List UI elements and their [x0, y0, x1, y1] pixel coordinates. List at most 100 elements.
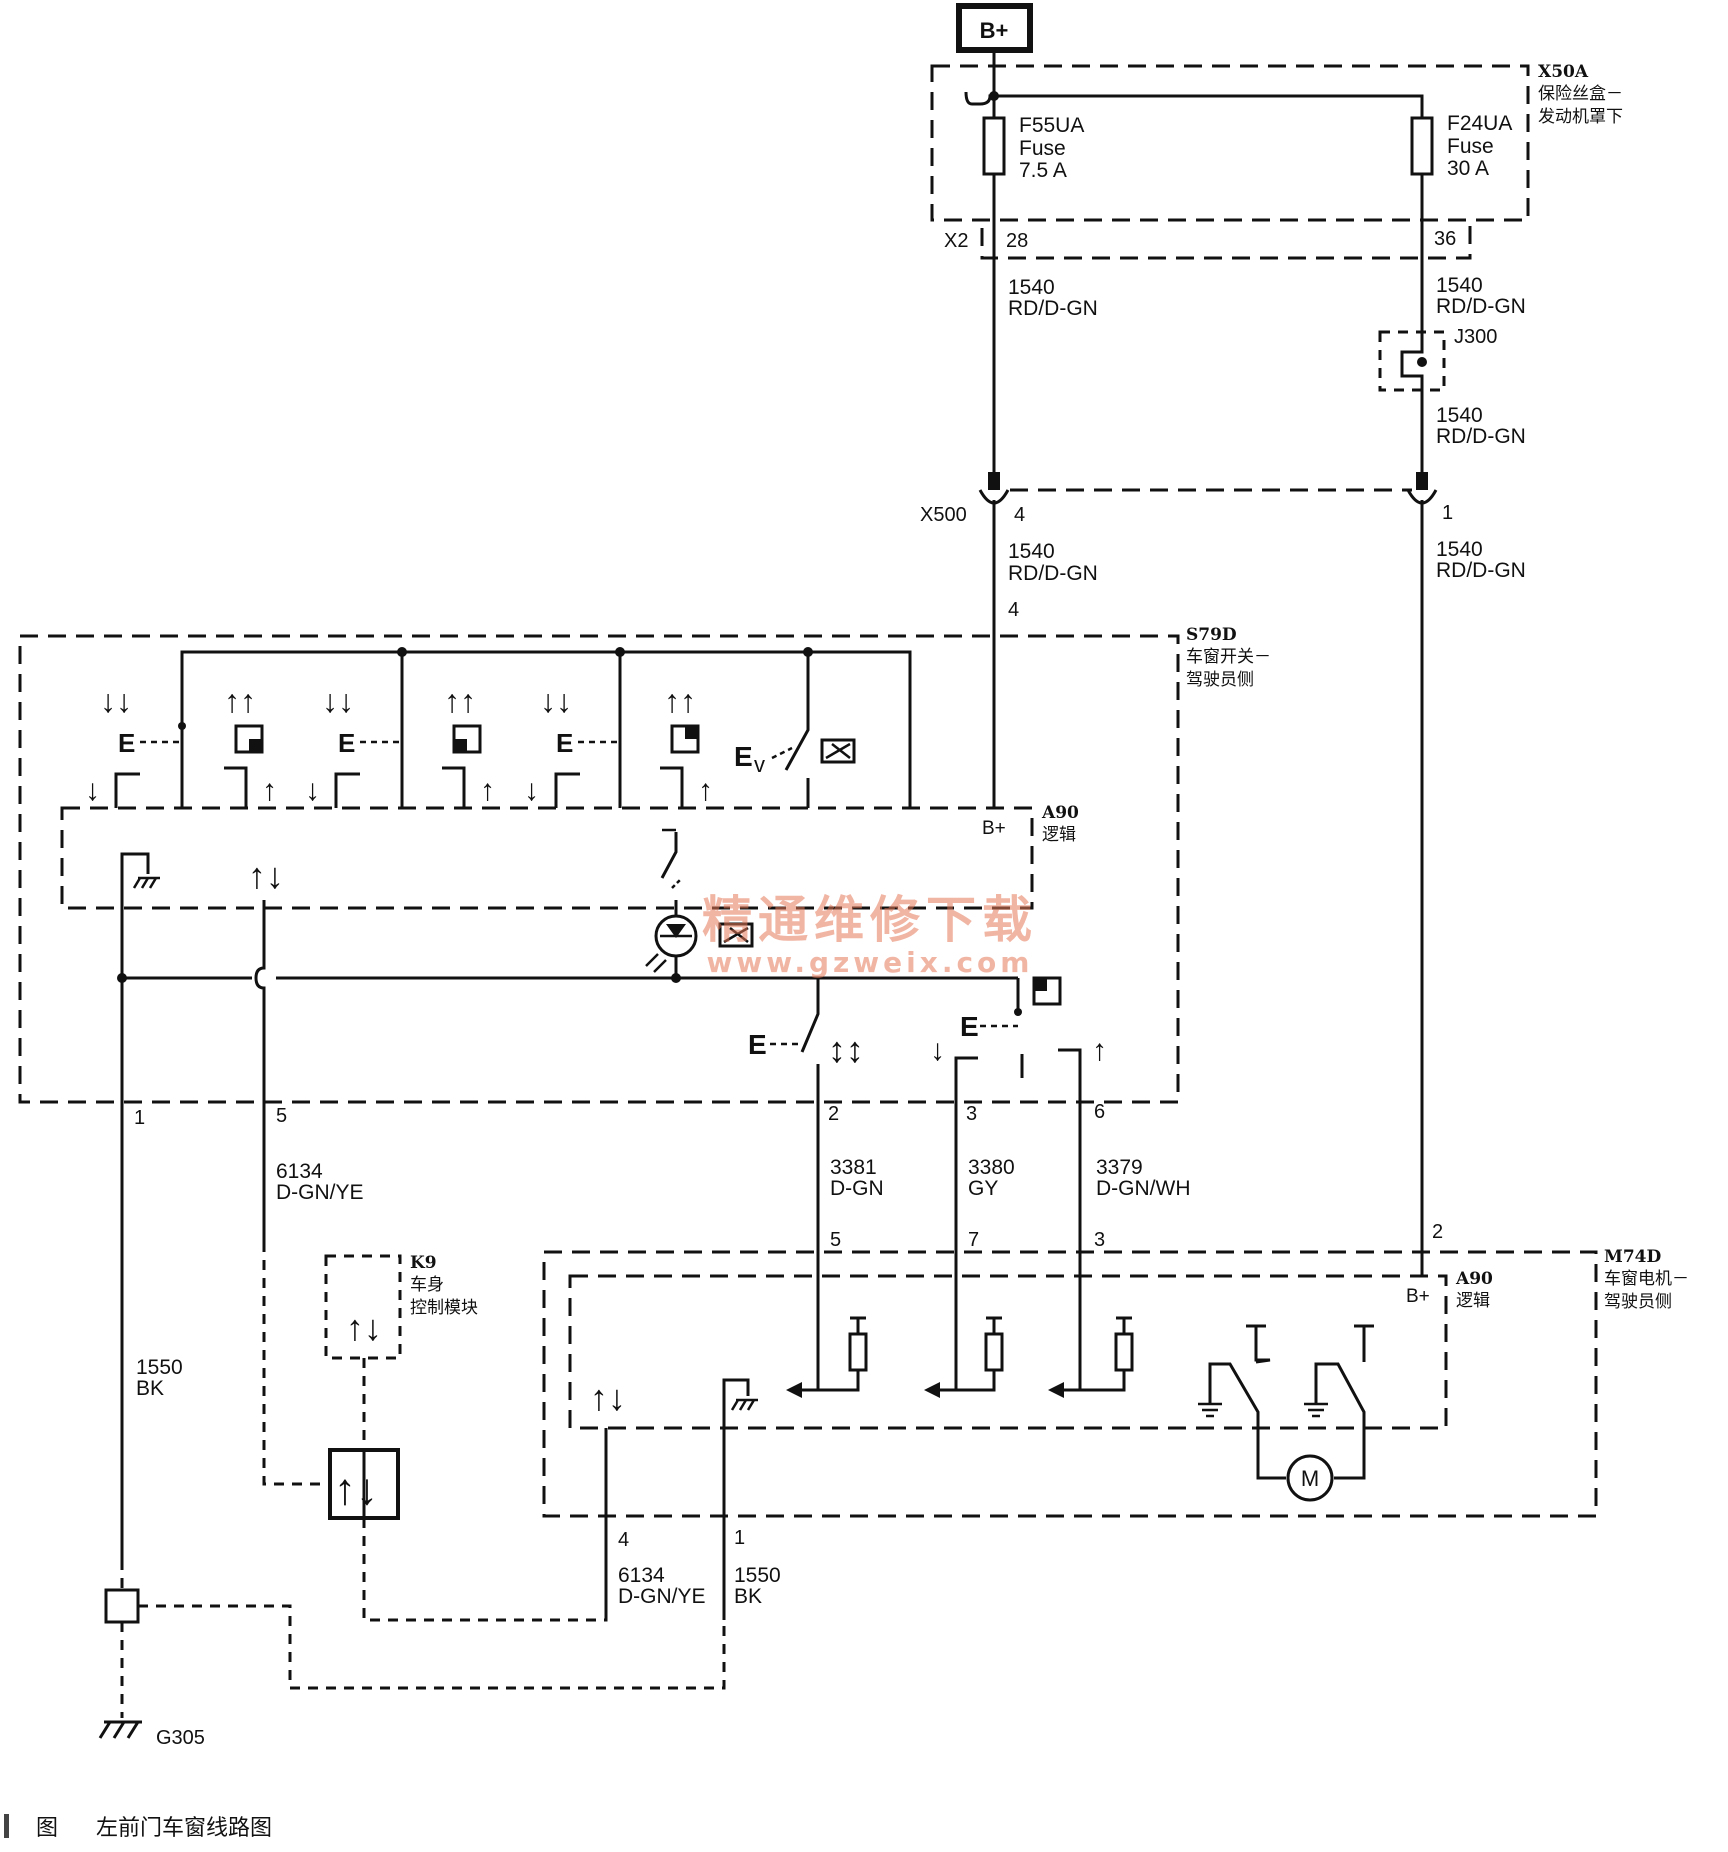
x500-pin-4: 4 — [1014, 504, 1025, 526]
wire-1550-a-color: BK — [136, 1377, 164, 1400]
electronic-e-icon: E — [338, 728, 355, 758]
up-arrows-icon: ↑↑ — [224, 683, 256, 719]
switch-group-3: ↓↓ E ↓ ↑↑ ↑ — [524, 683, 713, 808]
m74d-name-1: 车窗电机－ — [1604, 1269, 1689, 1289]
s79d-logic-name: 逻辑 — [1042, 825, 1076, 845]
window-motor-m74d: M74D 车窗电机－ 驾驶员侧 A90 逻辑 B+ — [542, 1247, 1689, 1518]
x2-pin-28: 28 — [1006, 230, 1028, 252]
v-icon: v — [754, 752, 765, 777]
j300-label: J300 — [1454, 326, 1497, 348]
down-arrow-icon: ↓ — [524, 774, 539, 807]
battery-label: B+ — [980, 18, 1009, 43]
wire-1540-d-circuit: 1540 — [1008, 540, 1055, 563]
figure-caption: 图 左前门车窗线路图 — [0, 1810, 400, 1844]
m74d-pin-5: 5 — [830, 1229, 841, 1251]
fuse1-rating: 7.5 A — [1019, 159, 1067, 182]
serial-data-splice: ↑↓ — [328, 1448, 400, 1520]
s79d-name-2: 驾驶员侧 — [1186, 670, 1254, 690]
k9-name-1: 车身 — [410, 1275, 444, 1295]
up-arrow-icon: ↑ — [698, 774, 713, 807]
motor-input-2 — [924, 1316, 1004, 1398]
wire-3379-circuit: 3379 — [1096, 1156, 1143, 1179]
m74d-pin-4: 4 — [618, 1529, 629, 1551]
serial-data-icon: ↑↓ — [334, 1465, 378, 1514]
x2-pin-36: 36 — [1434, 228, 1456, 250]
motor-relay-left — [1198, 1324, 1271, 1436]
up-down-switch: E ↕↕ ↓ E ↑ — [748, 976, 1107, 1380]
wire-6134-a-circuit: 6134 — [276, 1160, 323, 1183]
m74d-pin-7: 7 — [968, 1229, 979, 1251]
fuse-f24ua: F24UA Fuse 30 A — [1410, 112, 1512, 180]
m74d-logic-name: 逻辑 — [1456, 1291, 1490, 1311]
k9-name-2: 控制模块 — [410, 1298, 478, 1318]
m74d-name-2: 驾驶员侧 — [1604, 1292, 1672, 1312]
fuse2-type: Fuse — [1447, 135, 1494, 158]
up-arrows-icon: ↑↑ — [664, 683, 696, 719]
fuse1-type: Fuse — [1019, 137, 1066, 160]
down-arrow-icon: ↓ — [305, 774, 320, 807]
wire-6134-a-color: D-GN/YE — [276, 1181, 364, 1204]
electronic-e-icon: E — [556, 728, 573, 758]
wire-1550-b-color: BK — [734, 1585, 762, 1608]
wire-1540-c-circuit: 1540 — [1436, 404, 1483, 427]
s79d-pin-4: 4 — [1008, 599, 1019, 621]
fuse-box-x50a: X50A 保险丝盒－ 发动机罩下 — [930, 62, 1623, 222]
k9-id: K9 — [410, 1253, 437, 1273]
switch-group-1: ↓↓ E ↓ ↑↑ ↑ — [85, 683, 277, 808]
m74d-bplus: B+ — [1406, 1286, 1430, 1307]
electronic-e-icon: E — [734, 741, 753, 772]
connector-x2: X2 28 36 — [944, 226, 1472, 260]
s79d-logic-id: A90 — [1041, 803, 1079, 823]
down-arrow-icon: ↓ — [85, 774, 100, 807]
down-arrow-icon: ↓ — [930, 1034, 945, 1067]
wire-1540-e-circuit: 1540 — [1436, 538, 1483, 561]
electronic-e-icon: E — [748, 1029, 767, 1060]
serial-data-icon: ↑↓ — [248, 855, 284, 896]
down-arrows-icon: ↓↓ — [322, 683, 354, 719]
ground-splice — [104, 1560, 726, 1718]
motor-input-1 — [786, 1316, 868, 1398]
x2-label: X2 — [944, 230, 968, 252]
wiring-diagram: B+ X50A 保险丝盒－ 发动机罩下 F55UA Fuse 7.5 A F24… — [18, 3, 1689, 1749]
fuse1-id: F55UA — [1019, 114, 1084, 137]
ground-g305: G305 — [98, 1720, 205, 1749]
m74d-logic-id: A90 — [1455, 1269, 1493, 1289]
x500-pin-1: 1 — [1442, 502, 1453, 524]
window-lock-icon — [820, 738, 856, 764]
wire-1540-a-color: RD/D-GN — [1008, 297, 1098, 320]
body-control-module-k9: ↑↓ K9 车身 控制模块 — [324, 1253, 478, 1360]
fuse-box-id: X50A — [1538, 62, 1589, 82]
s79d-bplus: B+ — [982, 818, 1006, 839]
wire-3380-color: GY — [968, 1177, 998, 1200]
s79d-pin-6: 6 — [1094, 1101, 1105, 1123]
fuse-f55ua: F55UA Fuse 7.5 A — [982, 96, 1084, 182]
wire-3380-circuit: 3380 — [968, 1156, 1015, 1179]
wire-3379-color: D-GN/WH — [1096, 1177, 1190, 1200]
wire-1550-b-circuit: 1550 — [734, 1564, 781, 1587]
m74d-id: M74D — [1604, 1247, 1661, 1267]
motor-relay-right — [1304, 1324, 1374, 1436]
ground-label: G305 — [156, 1727, 205, 1749]
switch-group-2: ↓↓ E ↓ ↑↑ ↑ — [305, 683, 495, 808]
m74d-pin-2: 2 — [1432, 1221, 1443, 1243]
x500-label: X500 — [920, 504, 967, 526]
battery-positive: B+ — [956, 3, 1033, 53]
caption-title: 左前门车窗线路图 — [96, 1816, 273, 1841]
s79d-pin-3: 3 — [966, 1103, 977, 1125]
caption-figure-label: 图 — [36, 1816, 59, 1841]
fuse-box-name-1: 保险丝盒－ — [1538, 84, 1623, 104]
caption-marker — [4, 1814, 9, 1838]
wire-1550-a-circuit: 1550 — [136, 1356, 183, 1379]
motor-label: M — [1301, 1466, 1319, 1491]
serial-data-icon: ↑↓ — [590, 1377, 626, 1418]
wire-1540-b-color: RD/D-GN — [1436, 295, 1526, 318]
s79d-pin-1: 1 — [134, 1107, 145, 1129]
up-arrow-icon: ↑ — [262, 774, 277, 807]
wire-3381-color: D-GN — [830, 1177, 884, 1200]
up-arrows-icon: ↑↑ — [444, 683, 476, 719]
m74d-pin-3: 3 — [1094, 1229, 1105, 1251]
wire-1540-d-color: RD/D-GN — [1008, 562, 1098, 585]
wire-1540-a-circuit: 1540 — [1008, 276, 1055, 299]
m74d-pin-1: 1 — [734, 1527, 745, 1549]
connector-x500: X500 4 1 — [920, 472, 1453, 526]
